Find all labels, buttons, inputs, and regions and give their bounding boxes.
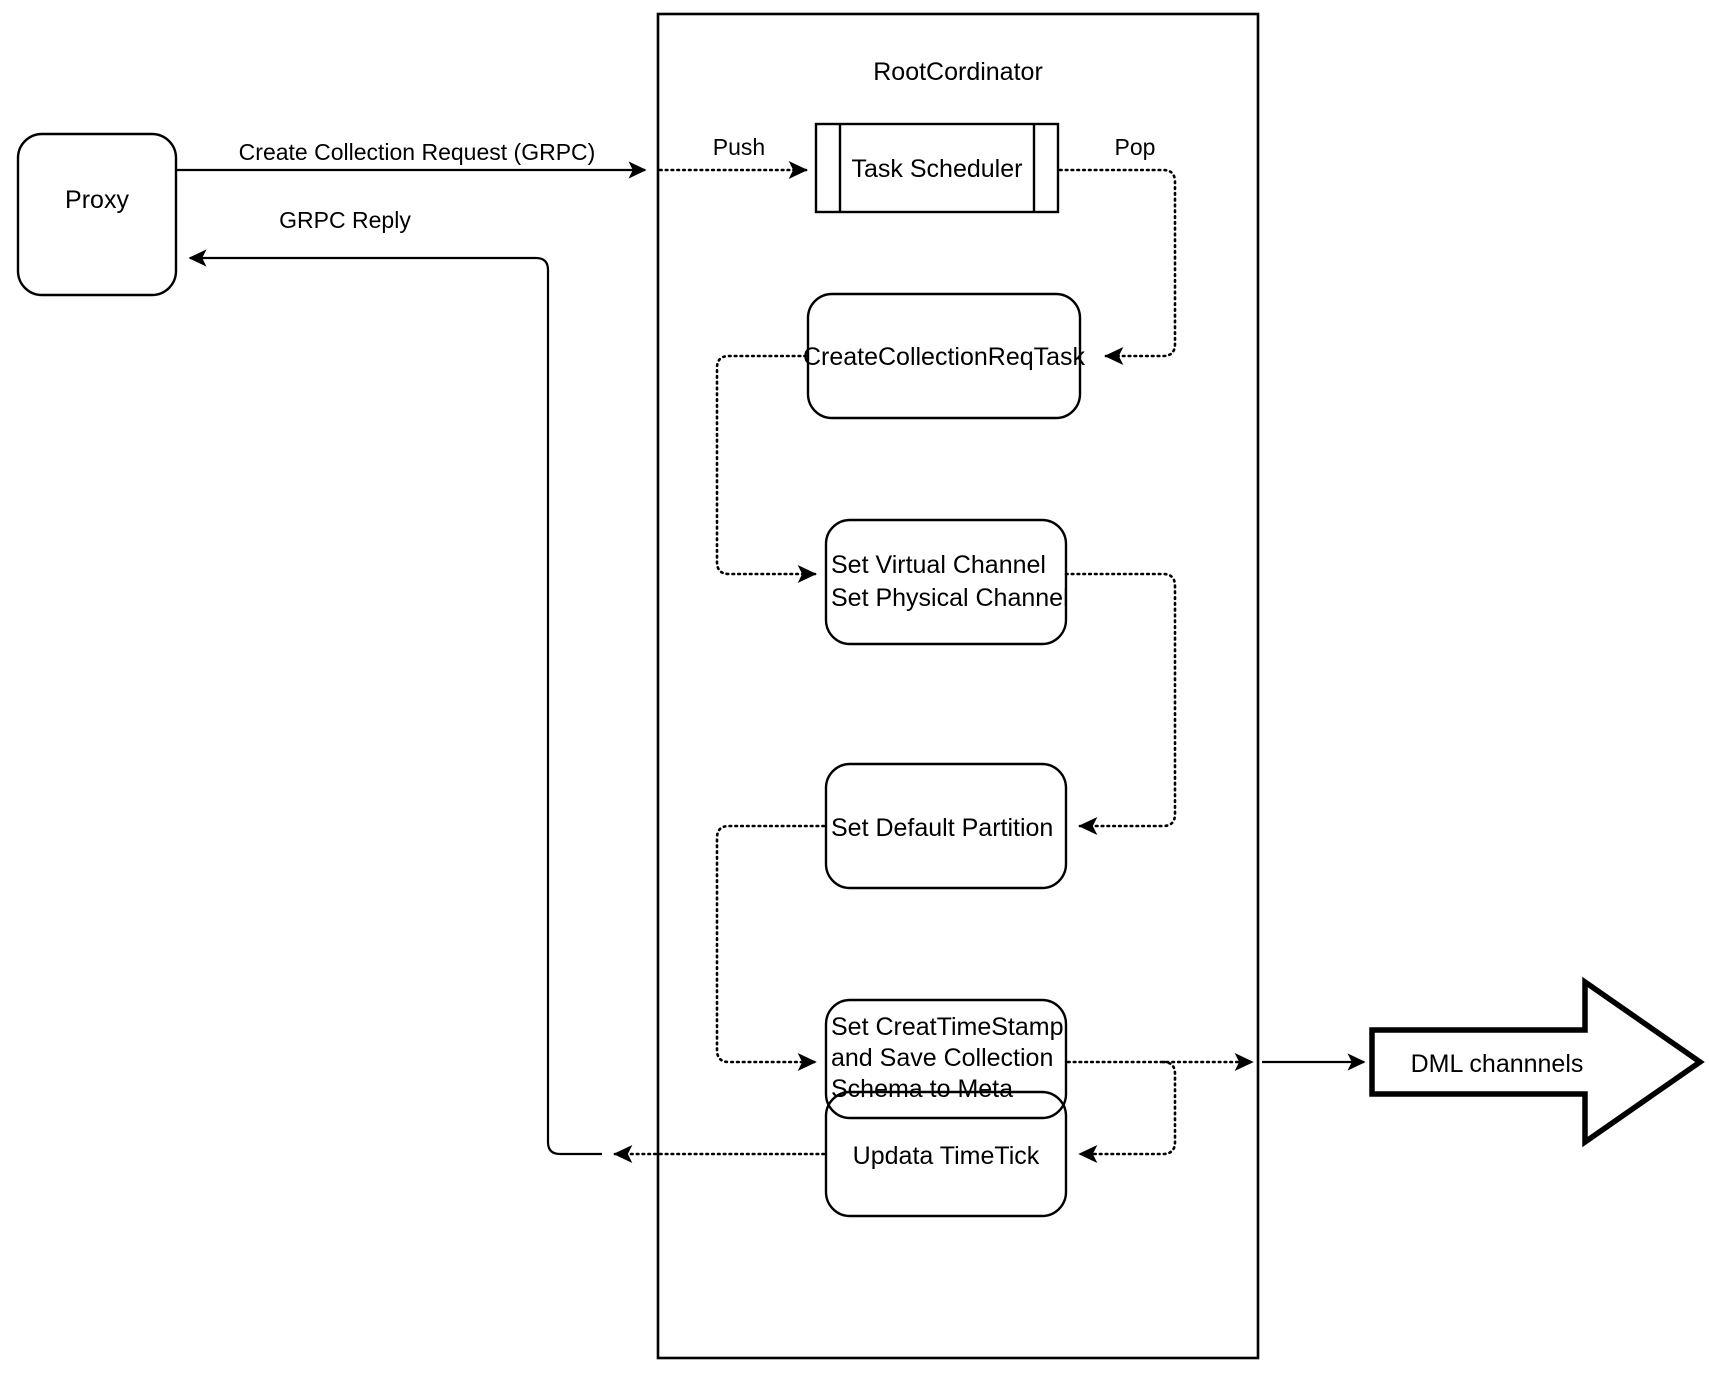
node-proxy-label: Proxy [65, 186, 129, 214]
edge-grpc-reply: GRPC Reply [188, 207, 602, 1156]
node-set-timestamp-save-meta[interactable]: Set CreatTimeStamp and Save Collection S… [824, 998, 1068, 1120]
edge-pop-label: Pop [1115, 134, 1156, 160]
edge-push: Push [658, 134, 808, 180]
edge-push-label: Push [713, 134, 765, 160]
node-set-channels-label-line1: Set Virtual Channel [831, 551, 1046, 579]
edge-set-channels-to-default-partition [1064, 572, 1177, 836]
node-task-scheduler[interactable]: Task Scheduler [814, 122, 1060, 214]
node-set-channels[interactable]: Set Virtual Channel Set Physical Channel [824, 518, 1069, 646]
edge-default-partition-to-timestamp [715, 824, 826, 1072]
node-dml-channels[interactable]: DML channnels [1369, 976, 1705, 1148]
edge-pop: Pop [1058, 134, 1177, 366]
edge-task-to-set-channels [715, 354, 817, 584]
edge-grpc-reply-label: GRPC Reply [279, 207, 411, 233]
node-dml-channels-label: DML channnels [1411, 1050, 1584, 1078]
edge-timestamp-to-updata-timetick [1078, 1060, 1177, 1164]
edge-create-collection-request-label: Create Collection Request (GRPC) [239, 139, 596, 165]
node-updata-timetick[interactable]: Updata TimeTick [824, 1090, 1068, 1218]
node-updata-timetick-label: Updata TimeTick [853, 1142, 1040, 1170]
node-set-timestamp-save-meta-label-line1: Set CreatTimeStamp [831, 1013, 1063, 1041]
node-create-collection-req-task[interactable]: CreateCollectionReqTask [803, 292, 1086, 420]
rootcordinator-title: RootCordinator [873, 58, 1043, 86]
rootcordinator-container: RootCordinator [656, 12, 1260, 1360]
node-proxy[interactable]: Proxy [16, 132, 178, 297]
edge-create-collection-request: Create Collection Request (GRPC) [177, 139, 647, 179]
node-set-channels-label-line2: Set Physical Channel [831, 584, 1069, 612]
node-set-timestamp-save-meta-label-line3: Schema to Meta [831, 1075, 1013, 1103]
node-set-default-partition[interactable]: Set Default Partition [824, 762, 1068, 890]
node-create-collection-req-task-label: CreateCollectionReqTask [803, 343, 1086, 371]
node-task-scheduler-label: Task Scheduler [852, 155, 1023, 183]
node-set-default-partition-label: Set Default Partition [831, 814, 1053, 842]
node-set-timestamp-save-meta-label-line2: and Save Collection [831, 1044, 1053, 1072]
